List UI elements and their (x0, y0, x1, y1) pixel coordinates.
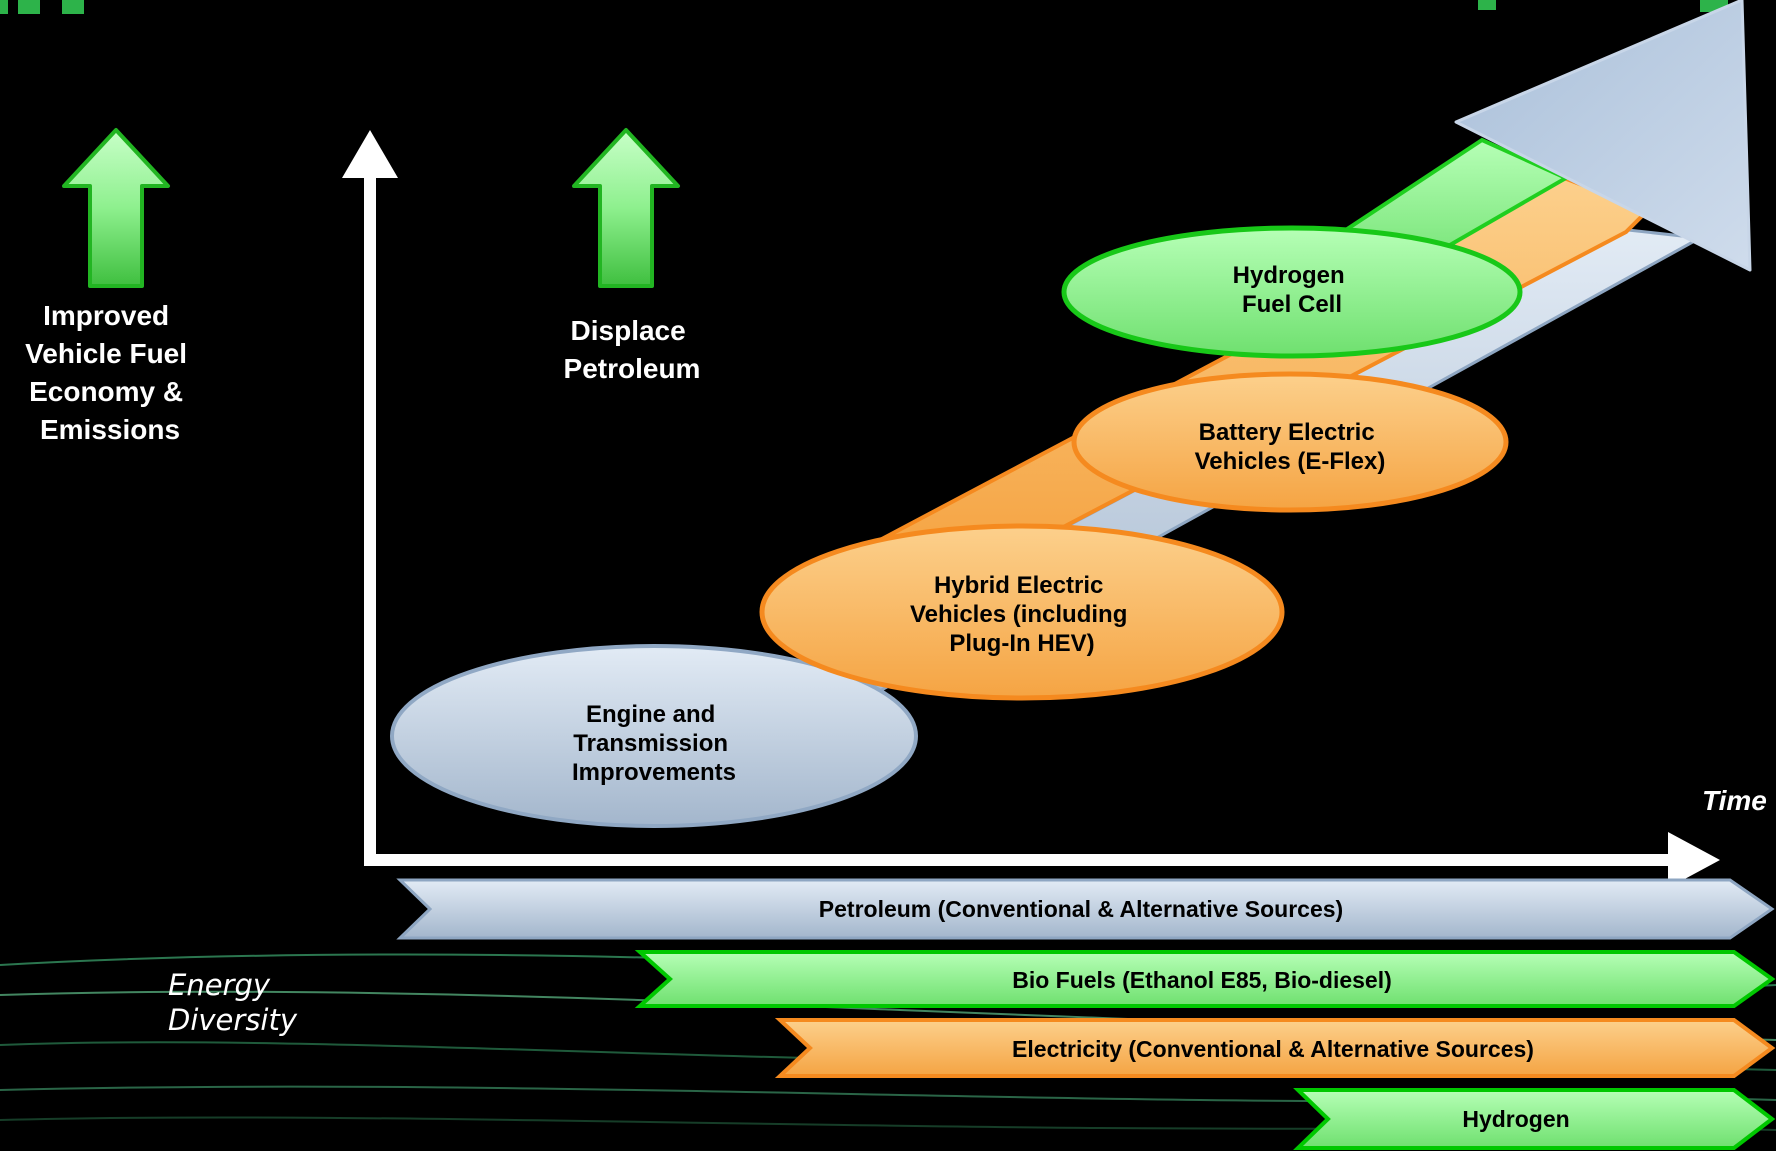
x-axis-line (364, 854, 1668, 866)
energy-diversity-label: Energy Diversity (168, 968, 298, 1037)
stage-battery: Battery Electric Vehicles (E-Flex) (1071, 371, 1509, 513)
svg-text:Petroleum (Conventional & Alte: Petroleum (Conventional & Alternative So… (819, 896, 1343, 922)
y-axis-line (364, 176, 376, 866)
svg-text:Bio Fuels (Ethanol E85, Bio-di: Bio Fuels (Ethanol E85, Bio-diesel) (1012, 967, 1392, 993)
time-axis-label: Time (1702, 785, 1767, 816)
svg-text:Engine and Transmission: Engine and Transmission Improvements (572, 701, 736, 786)
x-axis-arrowhead-icon (1668, 832, 1720, 888)
stage-hydrogen-fuel-cell: Hydrogen Fuel Cell (1061, 225, 1523, 359)
energy-bar-hydrogen: Hydrogen (1293, 1088, 1776, 1150)
svg-text:Hydrogen Fuel Cell: Hydrogen Fuel Cell (1233, 262, 1352, 318)
svg-text:Electricity (Conventional & Al: Electricity (Conventional & Alternative … (1012, 1036, 1534, 1062)
fuel-economy-label: Improved Vehicle Fuel Economy & Emission… (25, 300, 195, 445)
energy-bar-petroleum: Petroleum (Conventional & Alternative So… (396, 878, 1775, 940)
energy-bar-electricity: Electricity (Conventional & Alternative … (774, 1018, 1776, 1078)
stage-hybrid: Hybrid Electric Vehicles (including Plug… (759, 523, 1285, 701)
svg-text:Hydrogen: Hydrogen (1462, 1106, 1569, 1132)
y-axis-arrowhead-icon (342, 130, 398, 178)
displace-petroleum-label: Displace Petroleum (564, 315, 701, 384)
svg-text:Hybrid Electric Vehicles: Hybrid Electric Vehicles (including Plug… (910, 572, 1134, 657)
fuel-economy-up-arrow-icon (62, 128, 170, 288)
svg-text:Battery Electric Vehicle: Battery Electric Vehicles (E-Flex) (1195, 419, 1386, 475)
stage-engine: Engine and Transmission Improvements (390, 644, 918, 828)
title-fragment (0, 0, 1728, 14)
displace-up-arrow-icon (572, 128, 680, 288)
energy-bar-biofuels: Bio Fuels (Ethanol E85, Bio-diesel) (634, 950, 1776, 1008)
axes (342, 130, 1720, 888)
